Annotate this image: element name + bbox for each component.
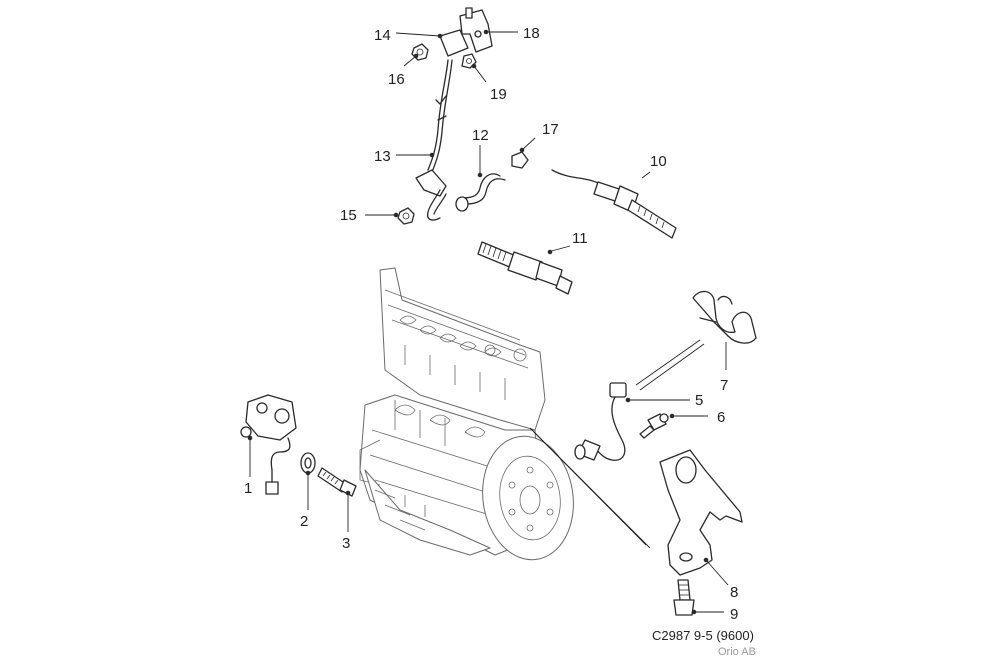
crankshaft-sensor: [240, 394, 297, 495]
callout-5: 5: [695, 392, 703, 409]
guide-lines: [529, 339, 705, 549]
bracket-bolt: [673, 579, 695, 616]
sensor-bracket: [659, 449, 743, 576]
lambda-sensor-front: [477, 241, 573, 295]
sensor-bolt: [317, 467, 357, 497]
brand-label: Orio AB: [718, 646, 756, 658]
callout-11: 11: [572, 230, 588, 247]
callout-13: 13: [374, 148, 391, 165]
washer: [300, 452, 316, 474]
cable-clip: [692, 290, 757, 344]
callout-15: 15: [340, 207, 357, 224]
callout-1: 1: [244, 480, 252, 497]
clip-17: [511, 151, 529, 169]
callout-19: 19: [490, 86, 507, 103]
leader-dots: [247, 29, 709, 615]
callout-14: 14: [374, 27, 391, 44]
callout-16: 16: [388, 71, 405, 88]
nut-15: [397, 207, 415, 225]
callout-labels: 1 2 3 5 6 7 8 9 10 11 12 13 14 15 16 17 …: [244, 25, 738, 623]
callout-3: 3: [342, 535, 350, 552]
callout-10: 10: [650, 153, 667, 170]
callout-9: 9: [730, 606, 738, 623]
mounting-bracket: [439, 7, 493, 57]
callout-7: 7: [720, 377, 728, 394]
callout-8: 8: [730, 584, 738, 601]
camshaft-sensor: [574, 382, 627, 461]
engine-block: [359, 267, 574, 561]
breather-pipe: [415, 59, 453, 221]
lambda-sensor-rear: [551, 169, 677, 239]
callout-18: 18: [523, 25, 540, 42]
callout-6: 6: [717, 409, 725, 426]
callout-12: 12: [472, 127, 489, 144]
sensor-bolt-small: [639, 413, 669, 439]
vacuum-hose: [455, 173, 506, 212]
callout-2: 2: [300, 513, 308, 530]
diagram-code: C2987 9-5 (9600): [652, 628, 754, 643]
callout-17: 17: [542, 121, 559, 138]
